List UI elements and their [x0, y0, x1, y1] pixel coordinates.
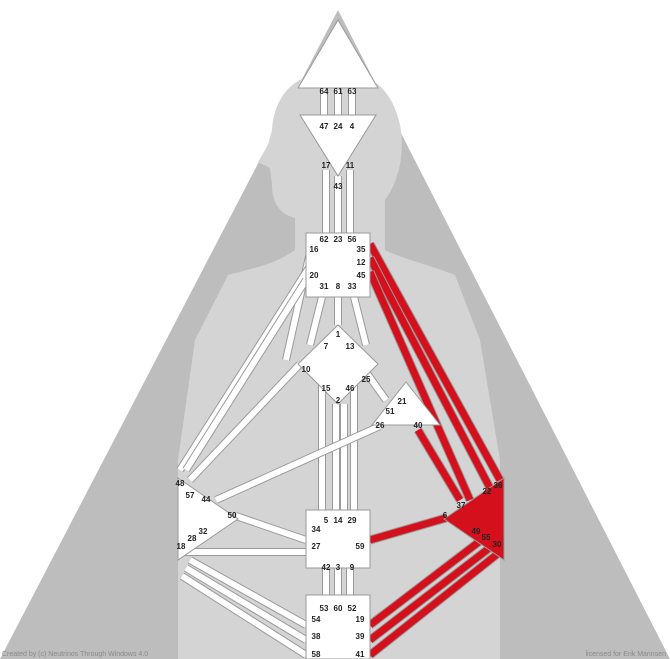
- gate-label-3: 3: [336, 563, 341, 572]
- gate-label-5: 5: [324, 516, 329, 525]
- defined-channel: [369, 514, 447, 544]
- gate-label-47: 47: [320, 122, 329, 131]
- defined-channels: [365, 241, 504, 659]
- g-center: [297, 324, 379, 405]
- undefined-channel: [187, 361, 303, 483]
- gate-label-35: 35: [357, 245, 366, 254]
- gate-label-13: 13: [346, 342, 355, 351]
- gate-label-17: 17: [322, 161, 331, 170]
- undefined-channel: [351, 296, 369, 346]
- undefined-channel: [214, 423, 382, 503]
- gate-label-20: 20: [310, 271, 319, 280]
- defined-channel: [367, 535, 487, 628]
- gate-label-61: 61: [334, 87, 343, 96]
- gate-label-32: 32: [199, 527, 208, 536]
- undefined-channel: [184, 565, 308, 643]
- gate-label-56: 56: [348, 235, 357, 244]
- defined-channel: [366, 270, 474, 502]
- gate-label-51: 51: [386, 407, 395, 416]
- gate-label-21: 21: [398, 397, 407, 406]
- gate-label-31: 31: [320, 282, 329, 291]
- heart-center: [370, 381, 442, 426]
- gate-label-27: 27: [312, 542, 321, 551]
- gate-label-63: 63: [348, 87, 357, 96]
- gate-label-25: 25: [362, 375, 371, 384]
- undefined-channel: [363, 370, 389, 402]
- gate-label-33: 33: [348, 282, 357, 291]
- gate-label-8: 8: [336, 282, 341, 291]
- gate-label-9: 9: [350, 563, 355, 572]
- gate-label-40: 40: [414, 421, 423, 430]
- gate-label-11: 11: [346, 161, 355, 170]
- gate-label-42: 42: [322, 563, 331, 572]
- root-center: [305, 594, 371, 659]
- gate-label-6: 6: [443, 511, 448, 520]
- gate-label-50: 50: [228, 511, 237, 520]
- gate-label-19: 19: [356, 615, 365, 624]
- gate-label-57: 57: [186, 491, 195, 500]
- gate-label-39: 39: [356, 632, 365, 641]
- defined-channel: [366, 256, 494, 490]
- gate-label-46: 46: [346, 384, 355, 393]
- undefined-channel: [188, 557, 308, 628]
- gate-label-29: 29: [348, 516, 357, 525]
- ajna-center: [299, 114, 377, 177]
- gate-label-7: 7: [324, 342, 329, 351]
- credit-left: Created by (c) Neutrinos Through Windows…: [2, 651, 149, 658]
- undefined-channel: [180, 573, 308, 658]
- credit-right: licensed for Erik Mannsen: [585, 651, 666, 658]
- gate-label-36: 36: [494, 481, 503, 490]
- gate-label-28: 28: [188, 534, 197, 543]
- gate-label-22: 22: [483, 487, 492, 496]
- gate-label-49: 49: [472, 527, 481, 536]
- gate-label-44: 44: [202, 495, 211, 504]
- gate-label-18: 18: [177, 542, 186, 551]
- spleen-center: [177, 477, 239, 561]
- undefined-channels: [176, 88, 390, 659]
- gate-label-43: 43: [334, 182, 343, 191]
- undefined-channel: [177, 264, 313, 472]
- gate-label-59: 59: [356, 542, 365, 551]
- gate-label-26: 26: [376, 421, 385, 430]
- undefined-channel: [183, 278, 309, 472]
- gate-label-52: 52: [348, 604, 357, 613]
- defined-channel: [366, 242, 504, 482]
- gate-label-62: 62: [320, 235, 329, 244]
- defined-channel: [367, 549, 503, 658]
- gate-label-38: 38: [312, 632, 321, 641]
- gate-label-14: 14: [334, 516, 343, 525]
- gate-label-54: 54: [312, 615, 321, 624]
- gate-label-60: 60: [334, 604, 343, 613]
- gate-label-1: 1: [336, 330, 341, 339]
- gate-label-16: 16: [310, 245, 319, 254]
- gate-label-12: 12: [357, 258, 366, 267]
- sacral-center: [305, 509, 371, 569]
- gate-label-48: 48: [176, 479, 185, 488]
- gate-label-53: 53: [320, 604, 329, 613]
- defined-channel: [414, 428, 464, 502]
- gate-label-4: 4: [350, 122, 355, 131]
- gate-label-45: 45: [357, 271, 366, 280]
- throat-center: [305, 232, 371, 298]
- gate-label-15: 15: [322, 384, 331, 393]
- defined-channel: [367, 543, 495, 643]
- energy-centers: [177, 19, 505, 659]
- head-center: [297, 19, 379, 89]
- gate-label-10: 10: [302, 365, 311, 374]
- gate-label-30: 30: [493, 540, 502, 549]
- undefined-channel: [235, 513, 307, 543]
- gate-label-24: 24: [334, 122, 343, 131]
- gate-label-34: 34: [312, 525, 321, 534]
- gate-label-64: 64: [320, 87, 329, 96]
- undefined-channel: [307, 296, 325, 346]
- gate-label-41: 41: [356, 650, 365, 659]
- gate-label-55: 55: [482, 533, 491, 542]
- gate-label-58: 58: [312, 650, 321, 659]
- gate-label-2: 2: [336, 396, 341, 405]
- gate-label-37: 37: [457, 501, 466, 510]
- gate-label-23: 23: [334, 235, 343, 244]
- solar-plexus-center: [443, 477, 505, 561]
